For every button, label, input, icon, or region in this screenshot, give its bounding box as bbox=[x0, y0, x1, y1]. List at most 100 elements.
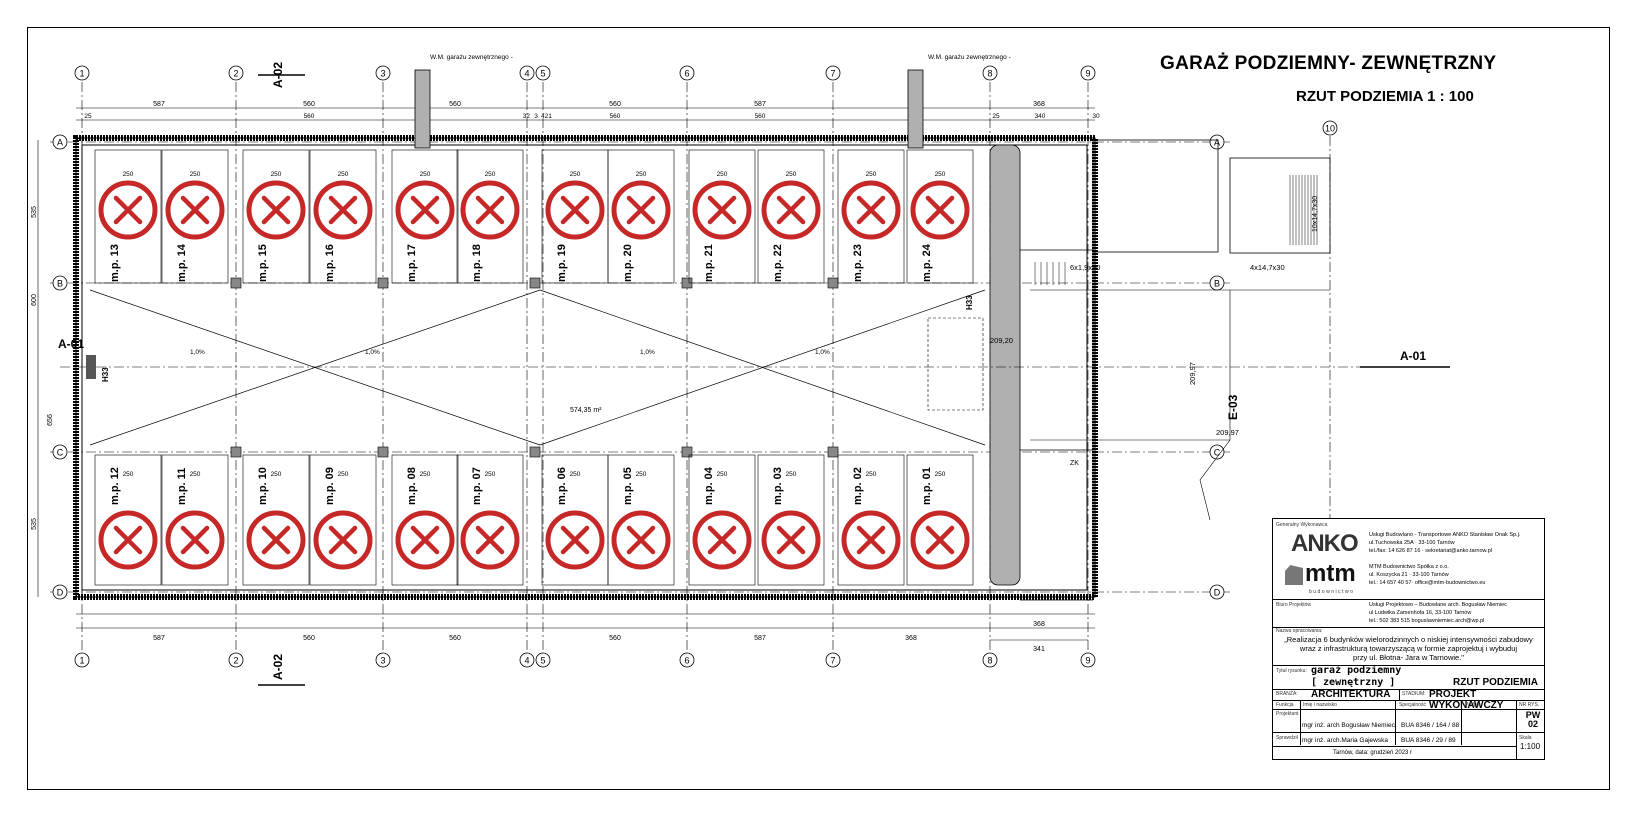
grid-bubble bbox=[228, 652, 244, 668]
section-marker: A-01 bbox=[1400, 349, 1426, 363]
grid-bubble bbox=[52, 584, 68, 600]
grid-bubble bbox=[375, 65, 391, 81]
cross-icon bbox=[626, 525, 656, 555]
parking-space bbox=[456, 454, 524, 586]
grid-label: 10 bbox=[1325, 124, 1335, 134]
cancelled-circle-icon bbox=[545, 180, 605, 240]
column bbox=[230, 446, 242, 458]
design-office-line: ul Ludwika Zamenhofa 16, 33-100 Tarnów bbox=[1369, 610, 1472, 616]
drawing-frame bbox=[27, 27, 1610, 790]
cancelled-circle-icon bbox=[692, 510, 752, 570]
parking-space bbox=[242, 149, 310, 284]
parking-label: m.p. 24 bbox=[921, 243, 933, 282]
parking-label: m.p. 23 bbox=[852, 244, 864, 282]
column bbox=[827, 446, 839, 458]
space-width-label: 250 bbox=[420, 471, 431, 478]
project-name-line: „Realizacja 6 budynków wielorodzinnych o… bbox=[1284, 635, 1533, 644]
space-width-label: 250 bbox=[271, 171, 282, 178]
parking-space bbox=[757, 454, 825, 586]
designer-spec: BUA 8346 / 164 / 88 bbox=[1401, 722, 1460, 729]
grid-label: 9 bbox=[1085, 69, 1090, 79]
space-width-label: 250 bbox=[570, 471, 581, 478]
cancelled-circle-icon bbox=[841, 180, 901, 240]
dimension-label: 341 bbox=[1033, 646, 1045, 653]
section-marker: A-02 bbox=[271, 654, 285, 680]
space-width-label: 250 bbox=[786, 171, 797, 178]
parking-space bbox=[688, 149, 756, 284]
level-label: 209,97 bbox=[1188, 362, 1197, 385]
parking-space bbox=[906, 454, 974, 586]
general-contractor-label: Generalny Wykonawca bbox=[1276, 522, 1328, 528]
drawing-title-2: [ zewnętrzny ] bbox=[1311, 677, 1396, 688]
cancelled-circle-icon bbox=[246, 180, 306, 240]
grid-label: 1 bbox=[79, 656, 84, 666]
dimension-label: 656 bbox=[47, 414, 54, 426]
dimension-label: 560 bbox=[755, 113, 766, 120]
project-name-line: wraz z infrastrukturą towarzyszącą w for… bbox=[1299, 644, 1518, 653]
drainage-diagonals bbox=[89, 289, 986, 446]
cross-icon bbox=[707, 195, 737, 225]
stage-label: STADIUM: bbox=[1402, 691, 1426, 697]
grid-bubble bbox=[1209, 444, 1225, 460]
dimension-label: 368 bbox=[1033, 101, 1045, 108]
parking-space bbox=[607, 149, 675, 284]
grid-label: 3 bbox=[380, 656, 385, 666]
parking-space bbox=[94, 454, 162, 586]
mtm-line: MTM Budownictwo Spółka z o.o. bbox=[1369, 564, 1449, 570]
grid-label: 9 bbox=[1085, 656, 1090, 666]
cancelled-circle-icon bbox=[165, 510, 225, 570]
grid-bubble bbox=[1322, 120, 1338, 136]
stairs-label: 4x14,7x30 bbox=[1250, 263, 1285, 272]
parking-label: m.p. 01 bbox=[921, 467, 933, 505]
outer-wall-line bbox=[75, 137, 1096, 598]
dimension-label: 340 bbox=[1035, 113, 1046, 120]
checker-label: Sprawdził bbox=[1276, 735, 1298, 741]
slope-label: 1,0% bbox=[815, 349, 830, 356]
stairs-label: 10x14,7x30 bbox=[1312, 196, 1319, 232]
column bbox=[377, 446, 389, 458]
space-width-label: 250 bbox=[717, 171, 728, 178]
mtm-line: tel.: 14 657 40 57· office@mtm-budownict… bbox=[1369, 580, 1486, 586]
space-width-label: 250 bbox=[935, 171, 946, 178]
parking-label: m.p. 06 bbox=[556, 467, 568, 505]
cross-icon bbox=[776, 195, 806, 225]
cross-icon bbox=[856, 195, 886, 225]
space-width-label: 250 bbox=[190, 471, 201, 478]
parking-label: m.p. 11 bbox=[176, 468, 188, 505]
checker-name: mgr inż. arch.Maria Gajewska bbox=[1302, 737, 1388, 744]
ramp-area bbox=[989, 144, 1021, 586]
grid-label: C bbox=[57, 448, 64, 458]
parking-space bbox=[391, 454, 459, 586]
parking-label: m.p. 21 bbox=[703, 244, 715, 282]
branch-label: BRANŻA: bbox=[1276, 691, 1298, 697]
ventilation-shaft bbox=[907, 69, 924, 149]
grid-bubble bbox=[679, 652, 695, 668]
grid-bubble bbox=[74, 652, 90, 668]
dimension-label: 25 bbox=[992, 113, 1000, 120]
cancelled-circle-icon bbox=[395, 180, 455, 240]
parking-label: m.p. 10 bbox=[257, 467, 269, 505]
parking-space bbox=[309, 454, 377, 586]
project-name-line: przy ul. Błotna- Jara w Tarnowie." bbox=[1353, 653, 1464, 662]
area-label: 574,35 m² bbox=[570, 407, 602, 414]
grid-bubble bbox=[1080, 65, 1096, 81]
dimension-label: 587 bbox=[153, 101, 165, 108]
cross-icon bbox=[856, 525, 886, 555]
drawing-title-1: garaż podziemny bbox=[1311, 665, 1402, 676]
grid-bubble bbox=[74, 65, 90, 81]
space-width-label: 250 bbox=[786, 471, 797, 478]
cross-icon bbox=[113, 525, 143, 555]
dimension-label: 587 bbox=[754, 635, 766, 642]
parking-label: m.p. 18 bbox=[471, 244, 483, 282]
dimension-label: 560 bbox=[610, 113, 621, 120]
parking-label: m.p. 05 bbox=[622, 467, 634, 505]
grid-label: 8 bbox=[987, 656, 992, 666]
dimension-label: 560 bbox=[303, 101, 315, 108]
grid-bubble bbox=[982, 652, 998, 668]
grid-label: 4 bbox=[524, 656, 529, 666]
equipment-box bbox=[86, 355, 96, 379]
space-width-label: 250 bbox=[123, 471, 134, 478]
cross-icon bbox=[180, 525, 210, 555]
design-office-line: Usługi Projektowo – Budowlane arch. Bogu… bbox=[1369, 602, 1507, 608]
column bbox=[230, 277, 242, 289]
